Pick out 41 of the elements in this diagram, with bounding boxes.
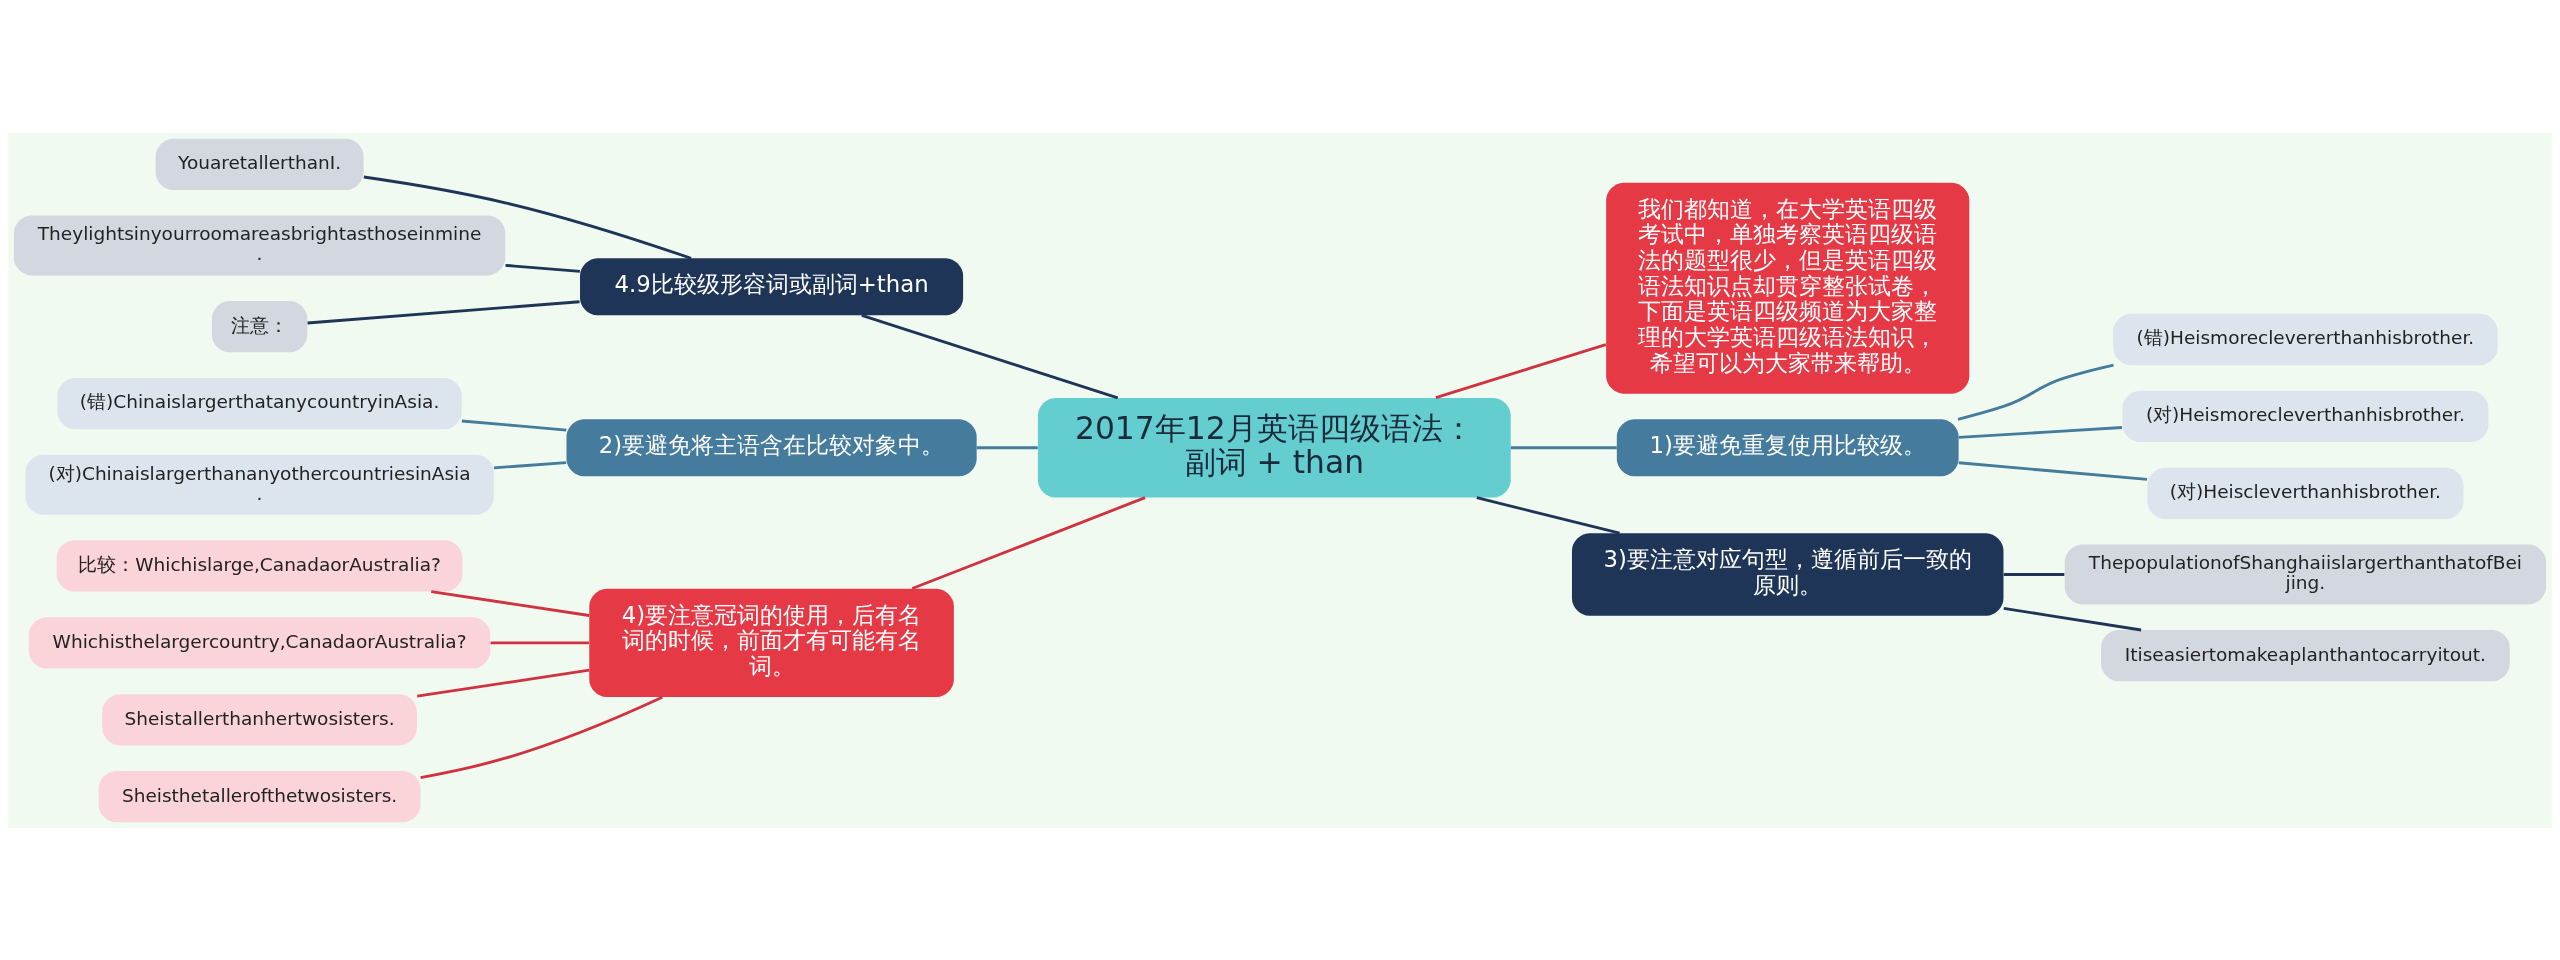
connector (2003, 606, 2142, 631)
node-box: 3)要注意对应句型，遵循前后一致的原则。 (1571, 532, 2004, 616)
node-box: 我们都知道，在大学英语四级考试中，单独考察英语四级语法的题型很少，但是英语四级语法知识点却贯穿整张试卷，下面是英语四级频道为大家整理的大学英语四级语法知识，希望可以为大家带来帮助。 (1606, 182, 1970, 394)
node-box: 4.9比较级形容词或副词+than (580, 257, 964, 315)
node-box: 比较：Whichislarge,CanadaorAustralia? (56, 539, 463, 592)
node-box: 注意： (211, 300, 308, 352)
node-box: Theylightsinyourroomareasbrightasthoseinmine. (13, 215, 506, 275)
connector (2003, 572, 2065, 576)
connector (363, 175, 692, 260)
connector (417, 668, 590, 698)
connector (1476, 495, 1620, 534)
connector (1510, 445, 1617, 449)
connector (490, 640, 589, 644)
connector (505, 263, 580, 273)
node-box: 2)要避免将主语含在比较对象中。 (566, 418, 977, 476)
node-box: 2017年12月英语四级语法：副词 + than (1037, 397, 1511, 498)
node-box: (错)Heismoreclevererthanhisbrother. (2113, 313, 2498, 365)
node-box: (对)Heismorecleverthanhisbrother. (2122, 390, 2489, 442)
connector (1957, 363, 2114, 421)
node-box: (错)ChinaislargerthatanycountryinAsia. (57, 377, 462, 429)
connector (911, 495, 1146, 590)
connector (861, 313, 1119, 399)
connector (976, 445, 1038, 449)
connector (307, 299, 580, 324)
connector (420, 695, 663, 779)
node-box: Whichisthelargercountry,CanadaorAustralia? (28, 616, 491, 668)
node-box: Sheisthetallerofthetwosisters. (98, 770, 421, 822)
node-box: ThepopulationofShanghaiislargerthanthatofBeijing. (2064, 544, 2547, 604)
node-box: 4)要注意冠词的使用，后有名词的时候，前面才有可能有名词。 (589, 588, 954, 697)
connector (1958, 460, 2148, 481)
connector (461, 419, 567, 431)
connector (1958, 425, 2123, 439)
connector (431, 589, 590, 617)
node-box: (对)Heiscleverthanhisbrother. (2147, 467, 2464, 519)
connector (493, 460, 567, 469)
node-box: Itiseasiertomakeaplanthantocarryitout. (2101, 629, 2510, 681)
node-box: YouaretallerthanI. (155, 138, 364, 190)
node-box: Sheistallerthanhertwosisters. (102, 693, 417, 745)
node-box: 1)要避免重复使用比较级。 (1616, 418, 1959, 476)
connector (1435, 342, 1607, 399)
node-box: (对)ChinaislargerthananyothercountriesinAsia. (25, 454, 494, 515)
